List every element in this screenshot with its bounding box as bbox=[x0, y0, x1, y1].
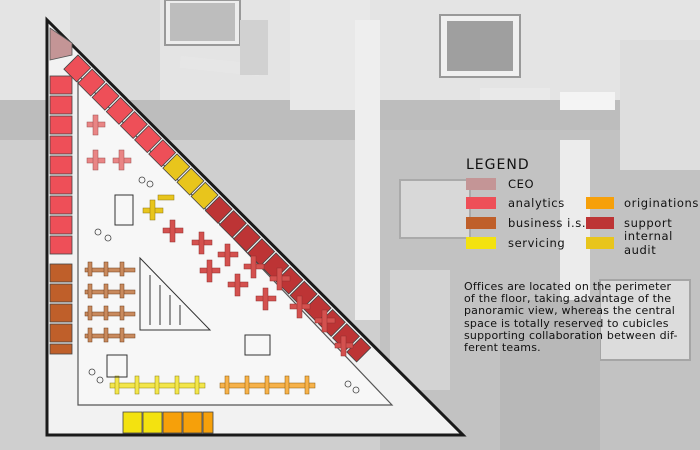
analytics-cubicles bbox=[86, 114, 132, 171]
legend-item-originations: originations bbox=[586, 196, 699, 210]
legend-label: originations bbox=[624, 196, 700, 210]
description-line: Offices are located on the perimeter bbox=[464, 280, 672, 293]
analytics-offices-left bbox=[49, 75, 73, 255]
legend-swatch bbox=[586, 237, 614, 249]
floor-plan bbox=[45, 16, 467, 437]
description-line: panoramic view, whereas the central bbox=[464, 304, 676, 318]
ceo-office bbox=[49, 27, 73, 61]
legend-item-analytics: analytics bbox=[466, 196, 565, 210]
description-line: space is totally reserved to cubicles bbox=[464, 316, 669, 330]
internal-audit-cubicles bbox=[142, 194, 175, 221]
legend-swatch bbox=[466, 237, 496, 249]
legend-swatch bbox=[466, 197, 496, 209]
business-is-cubicles bbox=[84, 261, 136, 343]
bottom-offices bbox=[122, 411, 214, 434]
legend-item-internal-audit: internal audit bbox=[586, 229, 700, 257]
legend-label: analytics bbox=[508, 196, 565, 210]
legend-swatch bbox=[466, 178, 496, 190]
legend-title: LEGEND bbox=[466, 157, 530, 173]
business-is-offices-left bbox=[49, 263, 73, 355]
legend-item-servicing: servicing bbox=[466, 236, 565, 250]
support-cubicles bbox=[162, 219, 354, 357]
service-core bbox=[106, 194, 271, 378]
legend-label: internal audit bbox=[624, 229, 673, 257]
originations-cubicles bbox=[219, 375, 316, 395]
legend-item-support: support bbox=[586, 216, 672, 230]
legend-label: servicing bbox=[508, 236, 566, 250]
legend-swatch bbox=[466, 217, 496, 229]
legend-swatch bbox=[586, 217, 614, 229]
description-line: of the floor, taking advantage of the bbox=[464, 292, 672, 306]
legend-item-ceo: CEO bbox=[466, 177, 534, 191]
legend-label: CEO bbox=[508, 177, 535, 191]
description-line: supporting collaboration between dif- bbox=[464, 328, 678, 342]
legend-label: business i.s. bbox=[508, 216, 587, 230]
servicing-cubicles bbox=[109, 375, 206, 395]
legend-swatch bbox=[586, 197, 614, 209]
description-line: ferent teams. bbox=[464, 341, 541, 355]
description-text: Offices are located on the perimeter of … bbox=[464, 280, 694, 355]
legend-label: support bbox=[624, 216, 673, 230]
legend-item-business-is: business i.s. bbox=[466, 216, 586, 230]
furniture-dots bbox=[88, 176, 360, 394]
